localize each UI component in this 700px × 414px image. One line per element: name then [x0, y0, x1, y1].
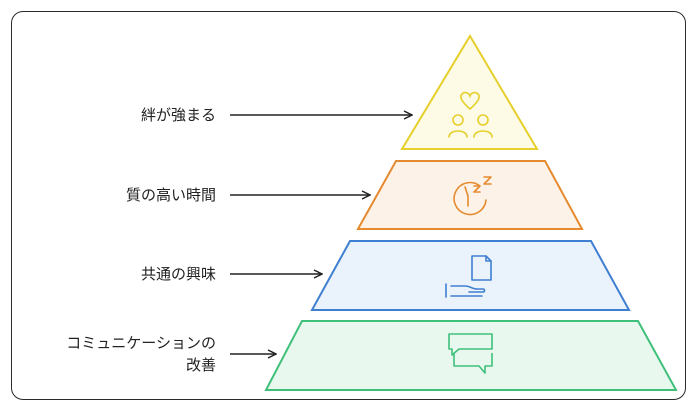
- label-level-4-line-2: 改善: [185, 356, 216, 374]
- pyramid-level-3: [310, 240, 631, 311]
- chat-bubbles-icon: [448, 333, 493, 374]
- label-level-3: 共通の興味: [140, 265, 216, 283]
- label-level-2: 質の高い時間: [125, 186, 216, 204]
- label-level-1: 絆が強まる: [140, 106, 216, 124]
- couple-heart-icon: [448, 91, 493, 138]
- pyramid-level-2: [356, 160, 584, 230]
- document-hand-icon: [445, 255, 492, 298]
- sleep-clock-icon: [453, 176, 492, 216]
- diagram-frame: [11, 11, 686, 400]
- pyramid-level-4: [264, 320, 678, 391]
- label-level-4-line-1: コミュニケーションの: [66, 334, 216, 352]
- pyramid-level-1: [400, 34, 539, 150]
- label-level-4: コミュニケーションの 改善: [66, 332, 216, 376]
